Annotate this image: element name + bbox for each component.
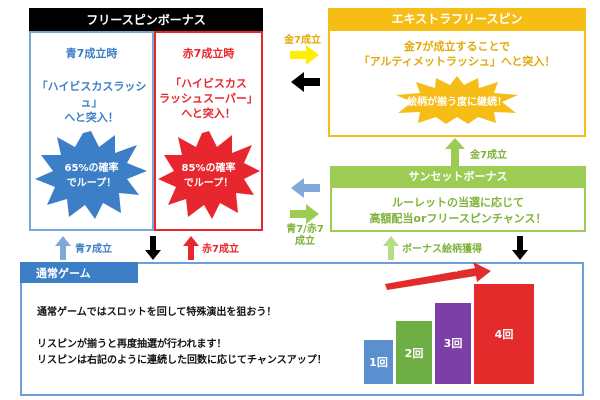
blue7-label: 青7成立 bbox=[75, 244, 112, 255]
chance-bar-2: 2回 bbox=[396, 321, 432, 384]
blue-red7-label: 青7/赤7 成立 bbox=[286, 224, 324, 247]
blue-burst-text: 65%の確率 でループ！ bbox=[64, 163, 119, 189]
chance-bar-label: 1回 bbox=[369, 356, 388, 369]
sunset-line1: ルーレットの当選に応じて bbox=[392, 196, 524, 209]
gold7-label: 金7成立 bbox=[284, 35, 321, 46]
blue-up-arrow-icon bbox=[55, 236, 71, 260]
red7-label: 赤7成立 bbox=[202, 244, 239, 255]
chance-bars: 1回 2回 3回 4回 bbox=[364, 284, 534, 384]
blue-left-arrow-icon bbox=[291, 178, 320, 198]
normal-game-line2: リスピンが揃うと再度抽選が行われます！ bbox=[37, 339, 227, 350]
blue-enter-text: へと突入！ bbox=[64, 111, 119, 124]
gold-burst-icon bbox=[396, 76, 518, 124]
extra-spin-title: エキストラフリースピン bbox=[328, 8, 586, 29]
black-down-arrow-icon bbox=[145, 236, 161, 260]
green-up-arrow-icon bbox=[445, 138, 465, 166]
red-heading: 赤7成立時 bbox=[182, 47, 235, 60]
green-up-arrow-icon-2 bbox=[383, 236, 399, 260]
chance-bar-1: 1回 bbox=[364, 340, 393, 384]
chance-bar-4: 4回 bbox=[474, 284, 534, 384]
blue-burst-icon bbox=[35, 131, 147, 219]
normal-game-line3: リスピンは右記のように連続した回数に応じてチャンスアップ！ bbox=[37, 355, 327, 366]
black-left-arrow-icon bbox=[291, 72, 320, 92]
chance-bar-label: 3回 bbox=[443, 337, 463, 351]
red-up-arrow-icon bbox=[183, 236, 199, 260]
red-burst-icon bbox=[158, 131, 260, 219]
extra-spin-line2: 「アルティメットラッシュ」へと突入！ bbox=[358, 55, 556, 68]
free-spin-red-panel: 赤7成立時 「ハイビスカス ラッシュスーパー」 へと突入！ 85%の確率 でルー… bbox=[154, 31, 263, 231]
extra-spin-line3: 絵柄が揃う度に継続！ bbox=[407, 97, 507, 108]
bonus-symbol-label: ボーナス絵柄獲得 bbox=[402, 244, 482, 255]
sunset-bonus-title: サンセットボーナス bbox=[330, 166, 586, 186]
yellow-right-arrow-icon bbox=[290, 45, 319, 65]
chance-bar-label: 4回 bbox=[494, 328, 514, 341]
extra-spin-line1: 金7が成立することで bbox=[403, 40, 511, 53]
sunset-line2: 高額配当orフリースピンチャンス！ bbox=[369, 212, 547, 225]
sunset-bonus-panel: ルーレットの当選に応じて 高額配当orフリースピンチャンス！ bbox=[330, 186, 586, 232]
gold7-up-label: 金7成立 bbox=[470, 150, 507, 161]
red-rush-name: 「ハイビスカス ラッシュスーパー」 へと突入！ bbox=[159, 77, 258, 120]
free-spin-blue-panel: 青7成立時 「ハイビスカスラッシュ」 へと突入！ 65%の確率 でループ！ bbox=[29, 31, 154, 231]
blue-heading: 青7成立時 bbox=[65, 47, 118, 60]
normal-game-title: 通常ゲーム bbox=[20, 262, 138, 283]
chance-bar-label: 2回 bbox=[404, 346, 424, 360]
red-burst-text: 85%の確率 でループ！ bbox=[181, 163, 236, 189]
green-right-arrow-icon bbox=[290, 204, 319, 224]
chance-bar-3: 3回 bbox=[435, 302, 471, 384]
black-down-arrow-icon-2 bbox=[512, 236, 528, 260]
free-spin-title: フリースピンボーナス bbox=[29, 8, 263, 31]
blue-rush-name: 「ハイビスカスラッシュ」 bbox=[36, 80, 147, 109]
chance-up-arrow-icon bbox=[385, 262, 491, 290]
normal-game-line1: 通常ゲームではスロットを回して特殊演出を狙おう！ bbox=[37, 307, 277, 318]
extra-spin-panel: 金7が成立することで 「アルティメットラッシュ」へと突入！ 絵柄が揃う度に継続！ bbox=[328, 29, 586, 137]
